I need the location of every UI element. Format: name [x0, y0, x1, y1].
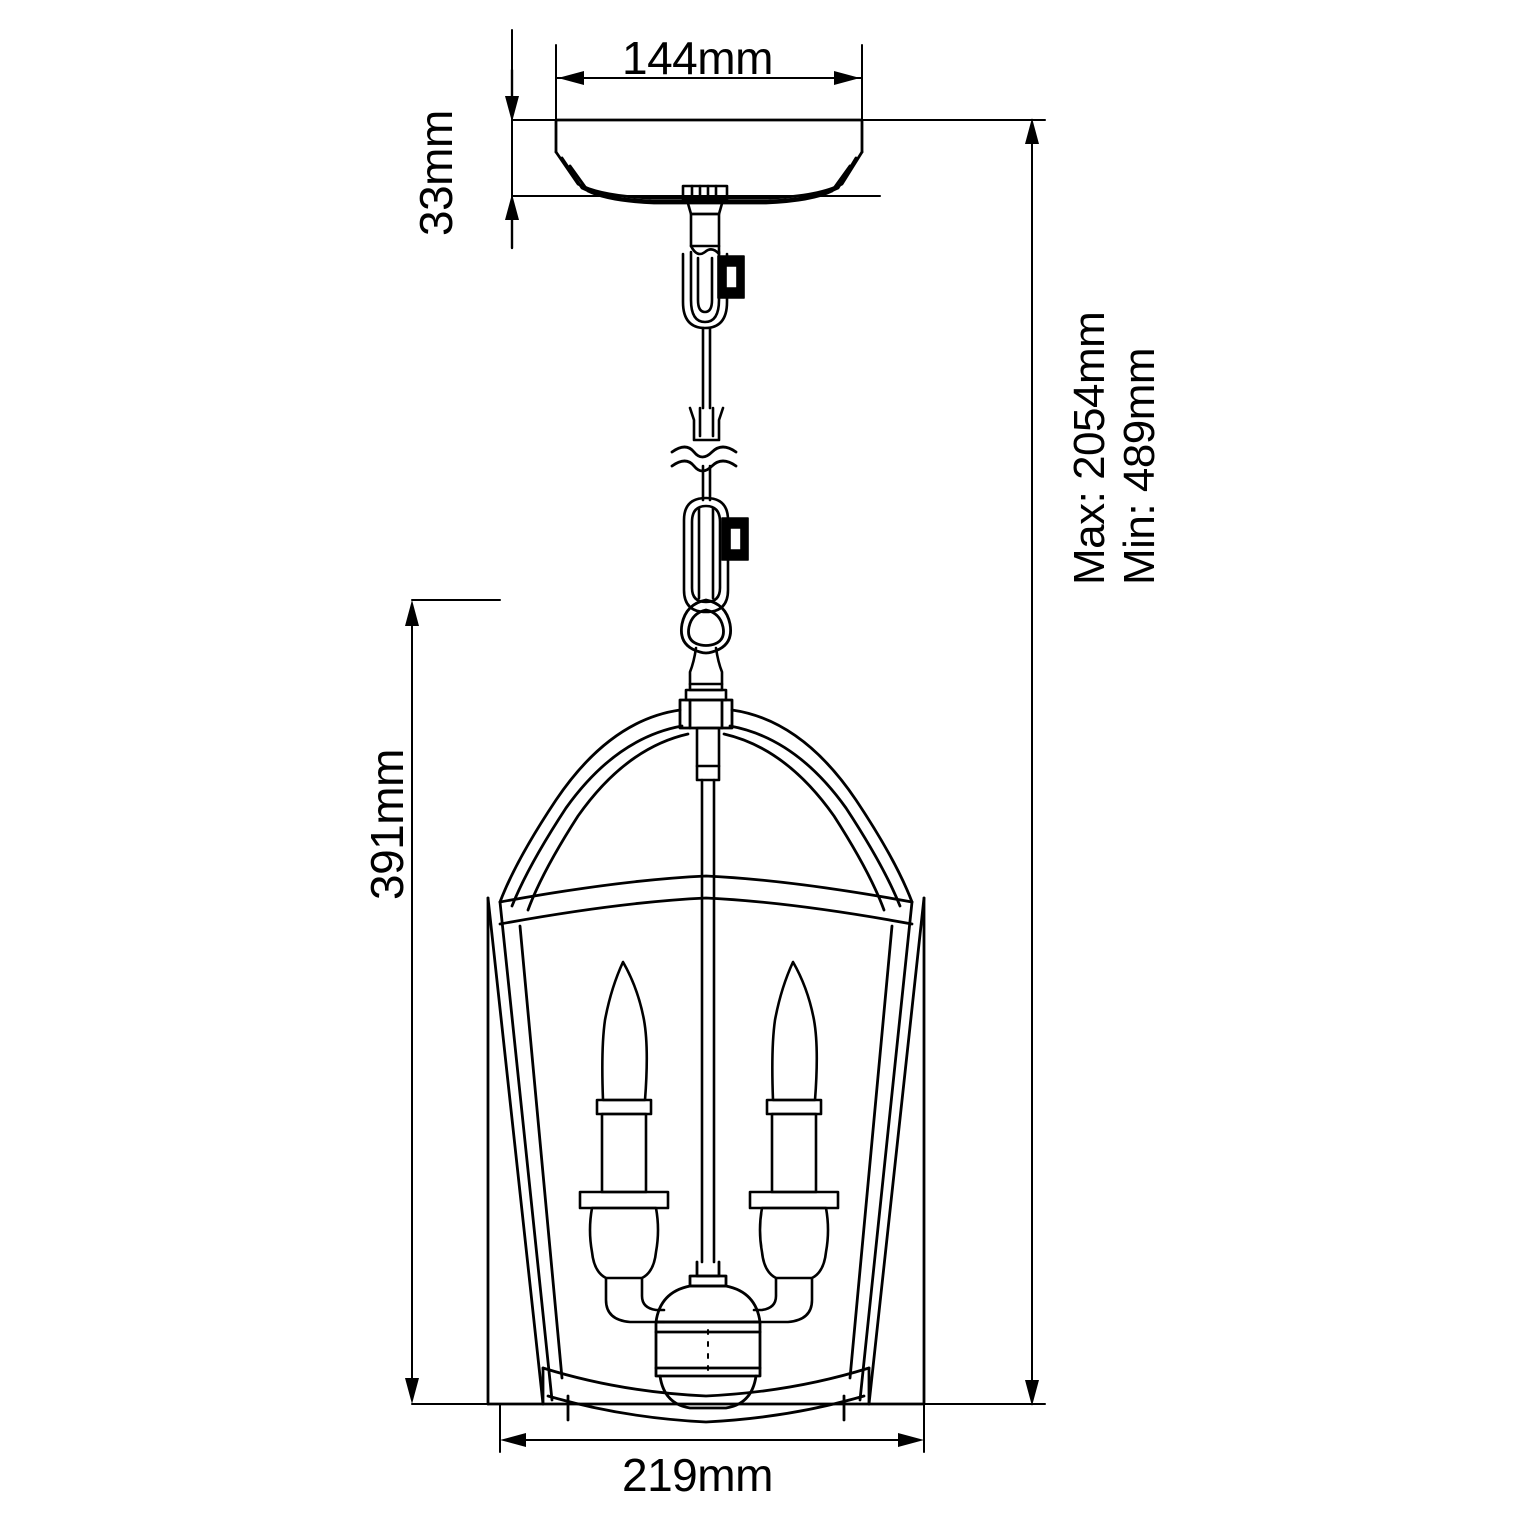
cable-clamp [688, 406, 725, 442]
lantern-finial [684, 646, 728, 702]
lantern-frame [486, 698, 926, 1424]
cable-gripper-upper [681, 184, 729, 330]
ring-connector [680, 598, 732, 655]
base-hub [654, 1260, 762, 1410]
candle-bulb-left [578, 960, 670, 1324]
cable-gripper-lower [682, 496, 730, 614]
dimension-label-overall-min: Min: 489mm [1115, 347, 1164, 585]
suspension-cable-upper [701, 326, 712, 410]
center-stem [695, 726, 721, 1264]
candle-bulb-right [748, 960, 840, 1324]
dimension-219 [499, 1403, 925, 1453]
dimension-label-overall-max: Max: 2054mm [1065, 311, 1114, 585]
dimension-arrows-33 [505, 96, 519, 220]
dimension-label-canopy-width: 144mm [622, 32, 773, 84]
dimension-391 [411, 599, 501, 1405]
dimension-label-lantern-height: 391mm [361, 749, 413, 900]
suspension-cable-lower [701, 464, 712, 502]
dimension-label-lantern-width: 219mm [622, 1449, 773, 1501]
dimension-label-canopy-height: 33mm [410, 110, 462, 236]
dimension-arrows-144 [558, 71, 860, 85]
dimension-overall [923, 127, 1046, 1405]
